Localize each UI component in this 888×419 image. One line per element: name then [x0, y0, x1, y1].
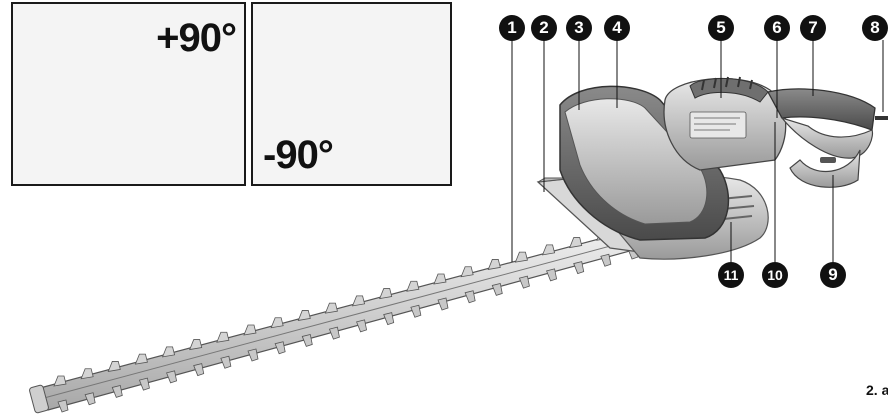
angle-label-plus: +90° — [156, 16, 237, 60]
blade-tooth — [134, 353, 148, 365]
blade-tooth — [166, 370, 178, 384]
blade-tooth — [193, 363, 205, 377]
blade-tooth — [328, 326, 340, 340]
callout-5: 5 — [708, 15, 734, 41]
blade-tooth — [383, 312, 395, 326]
blade-tooth — [573, 261, 585, 275]
blade-tooth — [464, 290, 476, 304]
blade-teeth — [53, 222, 639, 413]
blade-tooth — [216, 331, 230, 343]
angle-label-minus: -90° — [263, 133, 334, 177]
rating-plate — [689, 111, 747, 139]
blade-tooth — [138, 377, 150, 391]
blade-tooth — [518, 275, 530, 289]
callout-3: 3 — [566, 15, 592, 41]
blade-tooth — [161, 346, 176, 358]
callout-10: 10 — [762, 262, 788, 288]
rear-handle — [767, 88, 888, 188]
blade-tooth — [487, 259, 501, 270]
blade-tooth — [111, 384, 123, 398]
callout-4: 4 — [604, 15, 630, 41]
blade-tooth — [546, 268, 558, 282]
blade-tooth — [569, 237, 583, 249]
blade-tooth — [53, 375, 67, 387]
callout-2: 2 — [531, 15, 557, 41]
blade-tooth — [324, 302, 338, 314]
blade-bar — [29, 222, 649, 414]
callout-11: 11 — [718, 262, 744, 288]
front-handle — [559, 85, 730, 241]
rotation-inset-plus: +90° — [11, 2, 246, 186]
motor-housing — [663, 76, 787, 171]
rotation-inset-minus: -90° — [251, 2, 452, 186]
switch-slot — [820, 157, 836, 163]
blade-tooth — [247, 348, 259, 362]
blade-tooth — [220, 355, 232, 369]
callout-9: 9 — [820, 262, 846, 288]
blade-tooth — [410, 304, 422, 318]
blade-tooth — [57, 399, 69, 413]
blade-tooth — [514, 251, 528, 263]
blade-tooth — [491, 282, 503, 296]
blade-tooth — [274, 341, 286, 355]
callout-7: 7 — [800, 15, 826, 41]
blade-tooth — [433, 273, 447, 285]
blade-tooth — [270, 317, 284, 329]
blade-tooth — [600, 253, 612, 267]
callout-1: 1 — [499, 15, 525, 41]
figure-caption: 2. a — [866, 382, 888, 398]
blade-tooth — [189, 339, 203, 351]
blade-tooth — [297, 310, 311, 321]
blade-tooth — [80, 368, 94, 380]
blade-tooth — [301, 333, 313, 347]
blade-tooth — [406, 280, 420, 292]
blade-tooth — [356, 319, 368, 333]
blade-tooth — [107, 361, 121, 372]
callout-8: 8 — [862, 15, 888, 41]
blade-tooth — [379, 288, 393, 300]
callout-6: 6 — [764, 15, 790, 41]
blade-tooth — [541, 244, 556, 256]
blade-tooth — [437, 297, 449, 311]
blade-tooth — [243, 324, 257, 336]
blade-tooth — [460, 266, 474, 278]
callout-leaders — [511, 40, 884, 262]
blade-tooth — [351, 295, 366, 307]
blade-tooth — [84, 392, 96, 406]
